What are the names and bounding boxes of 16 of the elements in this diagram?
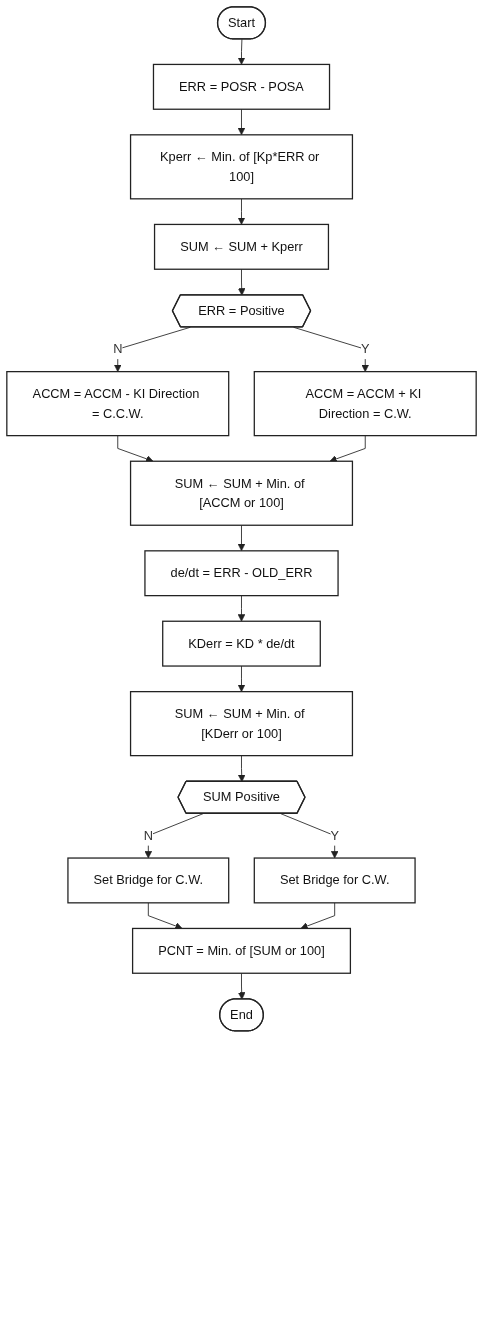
node-box: SUM ← SUM + Kperr xyxy=(153,223,330,270)
node-box: ACCM = ACCM + KI Direction = C.W. xyxy=(253,371,477,437)
node-box: SUM ← SUM + Min. of [KDerr or 100] xyxy=(129,691,354,757)
node-box: de/dt = ERR - OLD_ERR xyxy=(144,550,339,597)
edge-label: Y xyxy=(360,341,370,356)
edge-label: N xyxy=(113,341,123,356)
node-box: ERR = POSR - POSA xyxy=(152,63,331,110)
node-box: Kperr ← Min. of [Kp*ERR or 100] xyxy=(129,134,354,200)
node-box: ACCM = ACCM - KI Direction = C.C.W. xyxy=(6,371,230,437)
node-box: PCNT = Min. of [SUM or 100] xyxy=(131,927,352,974)
edge-label: Y xyxy=(330,827,339,843)
edge-label: N xyxy=(143,827,153,843)
node-box: SUM ← SUM + Min. of [ACCM or 100] xyxy=(129,460,354,526)
node-box: KDerr = KD * de/dt xyxy=(162,620,321,667)
node-box: Set Bridge for C.W. xyxy=(253,857,416,904)
node-box: Set Bridge for C.W. xyxy=(67,857,230,904)
